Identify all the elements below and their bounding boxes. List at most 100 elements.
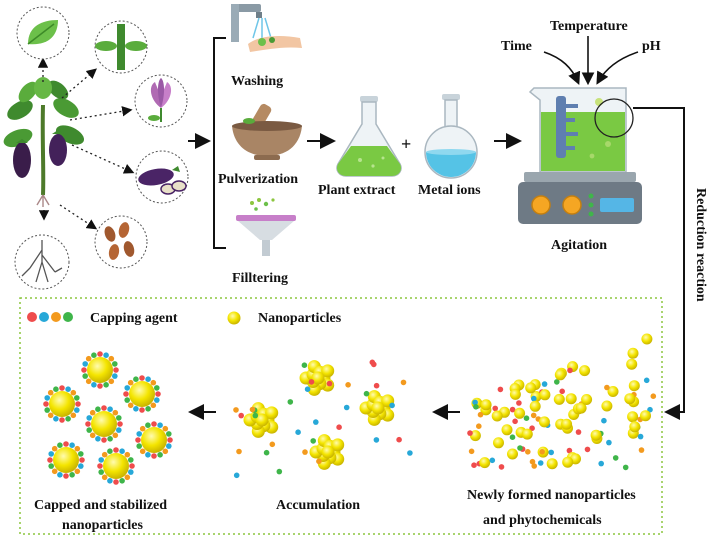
nanoparticle — [581, 394, 593, 405]
nanoparticle — [491, 410, 503, 422]
capping-agent-label: Capping agent — [90, 311, 178, 326]
agitation-label: Agitation — [551, 238, 607, 253]
phytochemical-dot — [650, 393, 657, 400]
phytochemical-dot — [468, 448, 475, 455]
flower-icon — [134, 74, 188, 128]
nanoparticle — [525, 382, 537, 394]
capping-agent-dot — [44, 407, 50, 413]
phytochemical-dot — [604, 384, 610, 391]
nanoparticle — [627, 411, 639, 423]
capping-agent-dot — [145, 376, 151, 383]
capping-agent-dot — [136, 431, 142, 437]
nanoparticle — [521, 428, 533, 440]
phytochemical-dot — [238, 412, 244, 419]
mortar-icon — [232, 103, 302, 160]
phytochemical-dot — [575, 429, 582, 435]
capped-nanoparticle — [129, 381, 155, 407]
nanoparticle — [628, 380, 640, 392]
nanoparticle — [579, 365, 591, 377]
nanoparticle — [641, 333, 653, 345]
capping-agent-dot — [112, 373, 118, 379]
phytochemical-dot — [473, 404, 479, 410]
capping-agent-dot — [139, 375, 145, 381]
phytochemical-dot — [554, 379, 560, 385]
capped-nanoparticle — [53, 447, 79, 473]
phytochemical-dot — [336, 424, 342, 431]
phytochemical-dot — [276, 468, 283, 475]
capping-agent-dot — [65, 386, 71, 393]
capping-agent-dot — [69, 472, 75, 478]
capping-agent-dot — [74, 395, 80, 401]
phytochemical-dot — [302, 449, 308, 455]
phytochemical-dot — [373, 437, 380, 443]
phytochemical-dot — [304, 386, 311, 393]
capping-agent-dot — [74, 468, 81, 475]
capping-agent-dot — [117, 421, 123, 427]
capping-agent-dot — [44, 395, 50, 401]
condition-arrows — [543, 36, 639, 86]
capping-agent-dot — [162, 448, 169, 455]
nanoparticle — [624, 393, 636, 405]
capping-agent-dot — [112, 361, 118, 367]
phytochemical-dot — [476, 423, 482, 430]
capping-agent-dot — [124, 474, 131, 481]
capping-agent-dot — [95, 436, 101, 442]
phytochemical-dot — [396, 436, 402, 443]
capped-label-line2: nanoparticles — [62, 518, 143, 533]
phytochemical-dot — [531, 395, 537, 402]
capping-agent-dot — [103, 382, 109, 388]
capping-agent-dot — [78, 451, 84, 457]
washing-label: Washing — [231, 74, 283, 89]
capped-nanoparticles — [43, 351, 173, 485]
capping-agent-dot — [98, 457, 104, 463]
capping-agent-dot — [101, 474, 108, 481]
capping-agent-dot — [123, 391, 129, 397]
capping-agent-dot — [69, 442, 75, 449]
phytochemical-dot — [637, 433, 644, 440]
capping-agent-dot — [57, 442, 63, 449]
nanoparticle — [255, 413, 269, 427]
phytochemical-dot — [467, 430, 473, 436]
phytochemical-dot — [529, 425, 535, 432]
phytochemical-dot — [236, 448, 242, 455]
capping-agent-dot — [53, 386, 59, 393]
nanoparticle — [371, 401, 385, 415]
phytochemical-dot — [252, 412, 259, 419]
phytochemical-dot — [326, 380, 333, 387]
phytochemical-dot — [301, 362, 308, 369]
phytochemical-dot — [537, 460, 544, 466]
capping-agent-dot — [139, 425, 146, 432]
capping-agent-dot — [82, 373, 88, 379]
nanoparticle — [546, 458, 558, 470]
capping-agent-dot — [70, 389, 77, 396]
capping-agent-dot — [150, 402, 157, 409]
capping-agent-dot — [145, 422, 151, 429]
nanoparticle — [575, 402, 587, 414]
phytochemical-dot — [539, 449, 545, 455]
phytochemical-dot — [472, 399, 478, 406]
phytochemical-dot — [471, 462, 477, 469]
capping-agent-dot — [167, 437, 173, 443]
capping-agent-dot — [85, 355, 92, 362]
stem-icon — [94, 20, 148, 74]
capping-agent-dot — [116, 415, 122, 421]
process-bracket — [213, 37, 226, 249]
nanoparticle — [493, 437, 504, 449]
capping-agent-dot — [97, 463, 103, 469]
faucet-icon — [231, 4, 302, 52]
capping-agent-dot — [124, 397, 130, 403]
capping-agent-dot — [166, 443, 172, 449]
phytochemical-dot — [601, 417, 607, 424]
capping-agent-dot — [97, 351, 103, 357]
capping-agent-dot — [47, 412, 54, 419]
capping-agent-dot — [128, 469, 134, 475]
capping-agent-dot — [139, 448, 146, 455]
phytochemical-dot — [517, 445, 523, 451]
capping-agent-dot — [101, 451, 108, 458]
capping-agent-dot — [59, 385, 65, 391]
phytochemical-dot — [525, 449, 531, 455]
capping-agent-dot — [151, 453, 157, 459]
capping-agent-dot — [43, 401, 49, 407]
phytochemical-dot — [263, 449, 270, 456]
